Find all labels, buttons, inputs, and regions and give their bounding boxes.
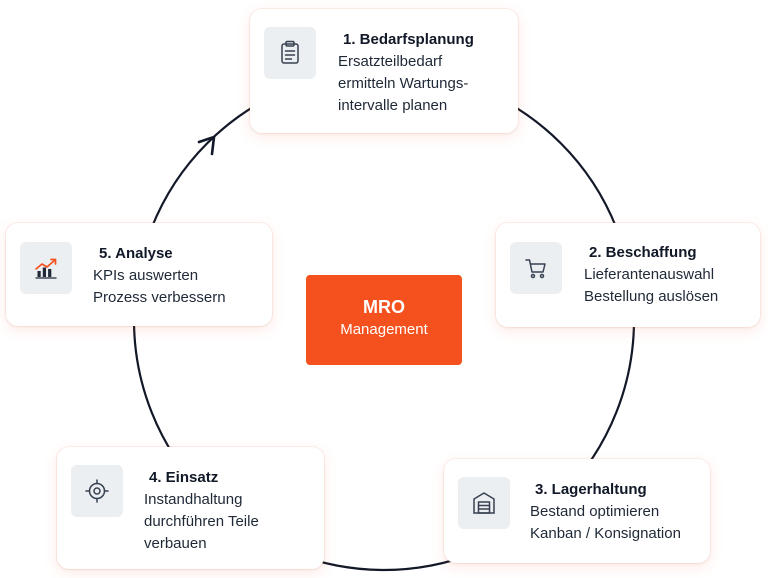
step-title: 2. Beschaffung: [589, 244, 697, 261]
step-card-analyse: 5. Analyse KPIs auswerten Prozess verbes…: [6, 223, 272, 326]
step-title: 4. Einsatz: [149, 469, 219, 486]
step-description: Lieferantenauswahl Bestellung auslösen: [584, 266, 719, 305]
center-title: MRO: [363, 297, 405, 317]
step-description: Ersatzteilbedarf ermitteln Wartungs- int…: [338, 53, 469, 114]
step-description: Bestand optimieren Kanban / Konsignation: [530, 503, 681, 542]
step-card-beschaffung: 2. Beschaffung Lieferantenauswahl Bestel…: [496, 223, 760, 327]
step-title: 3. Lagerhaltung: [535, 481, 647, 498]
warehouse-icon: [458, 477, 510, 529]
step-title: 1. Bedarfsplanung: [343, 31, 474, 48]
center-subtitle: Management: [340, 321, 428, 338]
clipboard-icon: [264, 27, 316, 79]
mro-management-box: MRO Management: [306, 275, 462, 365]
cycle-arrow-head: [197, 135, 216, 156]
chart-trend-icon: [20, 242, 72, 294]
step-card-lagerhaltung: 3. Lagerhaltung Bestand optimieren Kanba…: [444, 459, 710, 563]
gear-icon: [71, 465, 123, 517]
step-card-bedarfsplanung: 1. Bedarfsplanung Ersatzteilbedarf ermit…: [250, 9, 518, 133]
step-description: KPIs auswerten Prozess verbessern: [93, 267, 226, 306]
step-description: Instandhaltung durchführen Teile verbaue…: [144, 491, 259, 552]
step-title: 5. Analyse: [99, 245, 173, 262]
step-card-einsatz: 4. Einsatz Instandhaltung durchführen Te…: [57, 447, 324, 569]
shopping-cart-icon: [510, 242, 562, 294]
